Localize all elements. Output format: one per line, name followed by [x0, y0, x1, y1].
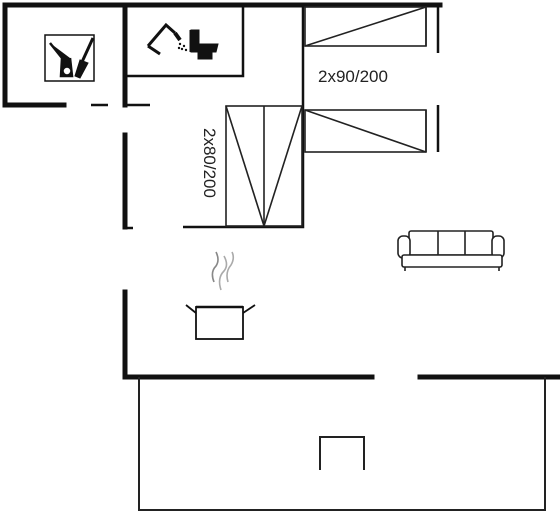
terrace	[138, 377, 546, 511]
bathroom-wall	[125, 5, 245, 78]
double-bed-lower	[304, 109, 427, 153]
walls	[2, 2, 560, 380]
bedroom-divider	[183, 5, 305, 229]
double-beds-label: 2x90/200	[318, 67, 388, 86]
single-beds	[225, 105, 303, 227]
utility-room-walls	[2, 2, 128, 108]
cooking-pot-icon	[185, 251, 256, 340]
terrace-bench	[319, 436, 365, 470]
shower-toilet-icon	[146, 22, 219, 60]
sofa-icon	[397, 230, 505, 271]
single-beds-label: 2x80/200	[200, 128, 219, 198]
broom-mop-icon	[44, 34, 95, 82]
interior-walls	[91, 5, 440, 230]
terrace-outline	[138, 377, 546, 511]
double-bed-upper	[304, 6, 427, 47]
